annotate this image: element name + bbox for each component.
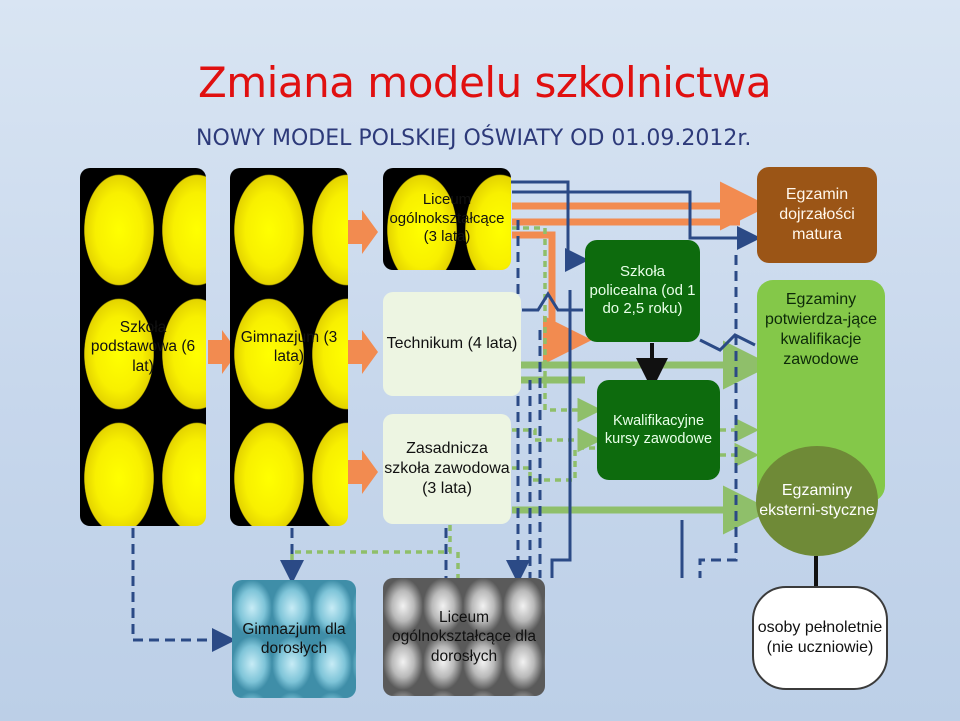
adult-lyceum-box: Liceum ogólnokształcące dla dorosłych [383,578,545,696]
external-exams-label: Egzaminy eksterni-styczne [759,482,875,519]
adult-gymnasium-label: Gimnazjum dla dorosłych [242,620,346,657]
general-lyceum-box: Liceum ogólnokształcące (3 lata) [383,168,511,270]
technikum-box: Technikum (4 lata) [383,292,521,396]
page-subtitle: NOWY MODEL POLSKIEJ OŚWIATY OD 01.09.201… [196,126,752,151]
gymnasium-box: Gimnazjum (3 lata) [230,168,348,526]
technikum-label: Technikum (4 lata) [386,335,518,352]
qualification-courses-box: Kwalifikacyjne kursy zawodowe [597,380,720,480]
post-secondary-school-label: Szkoła policealna (od 1 do 2,5 roku) [589,262,696,318]
gymnasium-label: Gimnazjum (3 lata) [240,328,338,365]
page-title: Zmiana modelu szkolnictwa [198,58,772,107]
external-exams-oval: Egzaminy eksterni-styczne [756,446,878,556]
vocational-school-label: Zasadnicza szkoła zawodowa (3 lata) [384,440,510,497]
qualification-courses-label: Kwalifikacyjne kursy zawodowe [604,412,713,447]
general-lyceum-label: Liceum ogólnokształcące (3 lata) [389,190,505,246]
black-lines [636,343,818,586]
primary-school-label: Szkoła podstawowa (6 lat) [90,318,196,375]
matura-exam-box: Egzamin dojrzałości matura [757,167,877,263]
vocational-exams-label: Egzaminy potwierdza-jące kwalifikacje za… [764,291,878,368]
orange-arrows [208,210,378,494]
adults-label: osoby pełnoletnie (nie uczniowie) [757,619,883,656]
adults-oval: osoby pełnoletnie (nie uczniowie) [752,586,888,690]
adult-lyceum-label: Liceum ogólnokształcące dla dorosłych [392,608,536,665]
adult-gymnasium-box: Gimnazjum dla dorosłych [232,580,356,698]
lyceum-orange-lines [512,181,769,365]
vocational-school-box: Zasadnicza szkoła zawodowa (3 lata) [383,414,511,524]
matura-exam-label: Egzamin dojrzałości matura [779,186,855,243]
blue-dashed-lines [131,220,738,652]
primary-school-box: Szkoła podstawowa (6 lat) [80,168,206,526]
post-secondary-school-box: Szkoła policealna (od 1 do 2,5 roku) [585,240,700,342]
